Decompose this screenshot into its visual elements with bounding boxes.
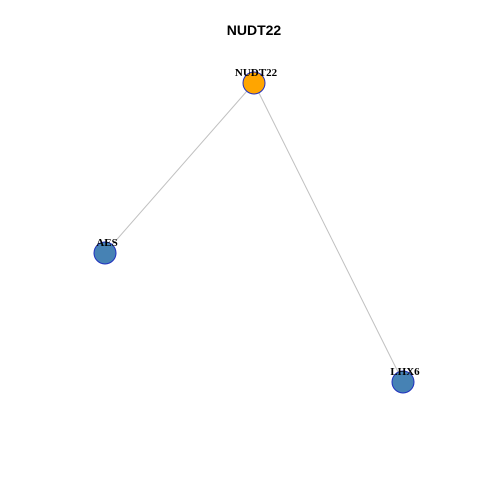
- node-nudt22: NUDT22: [235, 67, 278, 95]
- node-lhx6: LHX6: [390, 366, 420, 394]
- node-circle-lhx6: [391, 370, 415, 394]
- edge-nudt22-lhx6: [253, 82, 404, 383]
- edge-nudt22-aes: [104, 82, 255, 254]
- node-label-aes: AES: [96, 237, 117, 249]
- node-circle-nudt22: [242, 71, 266, 95]
- node-label-lhx6: LHX6: [390, 366, 420, 378]
- edges-layer: [104, 82, 404, 383]
- node-circle-aes: [93, 241, 117, 265]
- graph-title: NUDT22: [227, 22, 282, 38]
- node-label-nudt22: NUDT22: [235, 67, 278, 79]
- node-aes: AES: [93, 237, 118, 265]
